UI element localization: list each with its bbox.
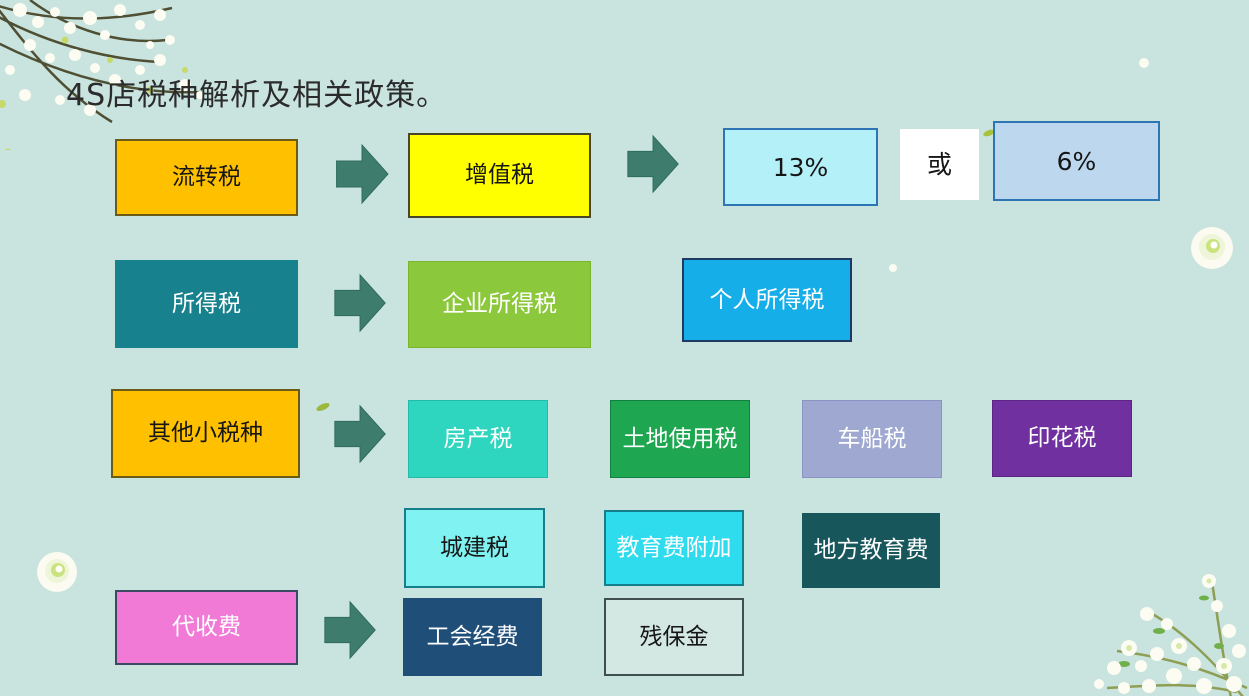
shape-collection-fees: 代收费 [115, 590, 298, 665]
shape-local-education-fee: 地方教育费 [802, 513, 940, 588]
shape-income-tax: 所得税 [115, 260, 298, 348]
shape-education-surcharge: 教育费附加 [604, 510, 744, 586]
block-arrow-right-icon [335, 142, 390, 210]
block-arrow-right-icon [627, 133, 681, 199]
block-arrow-right-icon [334, 272, 388, 338]
block-arrow-right-icon [334, 403, 388, 469]
slide-title: 4S店税种解析及相关政策。 [66, 78, 448, 113]
shape-personal-income-tax: 个人所得税 [682, 258, 852, 342]
shape-or-word: 或 [900, 129, 979, 200]
shape-rate-6-percent: 6% [993, 121, 1160, 201]
blossom-branch-bottomright-decoration [1094, 574, 1248, 696]
block-arrow-right-icon [324, 599, 378, 665]
leaf-decoration [316, 402, 330, 412]
shape-land-use-tax: 土地使用税 [610, 400, 750, 478]
shape-stamp-tax: 印花税 [992, 400, 1132, 477]
shape-rate-13-percent: 13% [723, 128, 878, 206]
white-petal-dot-decoration [889, 264, 897, 272]
white-rose-right-decoration [1191, 227, 1233, 269]
shape-vehicle-vessel-tax: 车船税 [802, 400, 942, 478]
shape-other-small-taxes: 其他小税种 [111, 389, 300, 478]
shape-urban-construction-tax: 城建税 [404, 508, 545, 588]
white-rose-left-decoration [37, 552, 77, 592]
shape-corporate-income-tax: 企业所得税 [408, 261, 591, 348]
shape-property-tax: 房产税 [408, 400, 548, 478]
shape-disability-security-fund: 残保金 [604, 598, 744, 676]
shape-vat: 增值税 [408, 133, 591, 218]
shape-union-funds: 工会经费 [403, 598, 542, 676]
shape-turnover-tax: 流转税 [115, 139, 298, 216]
white-petal-dot-decoration [1139, 58, 1149, 68]
